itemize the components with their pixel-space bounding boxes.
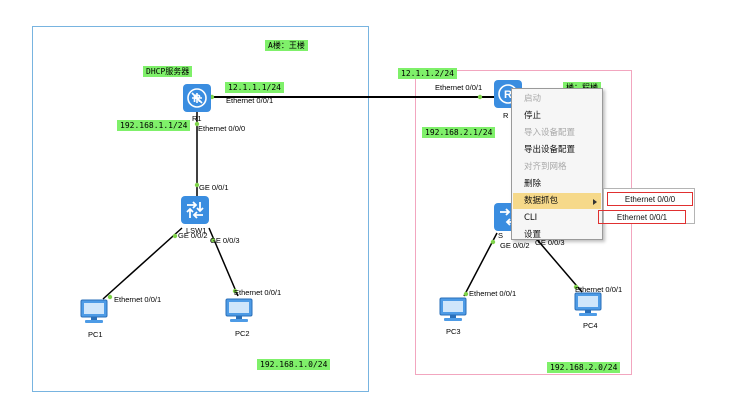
pc3-name: PC3 bbox=[446, 327, 461, 336]
port-dot bbox=[194, 121, 200, 127]
port-dot bbox=[210, 237, 216, 243]
area-a-frame bbox=[32, 26, 369, 392]
pc-pc2[interactable] bbox=[223, 297, 257, 325]
switch-lsw1[interactable] bbox=[181, 196, 209, 224]
port-dot bbox=[232, 288, 238, 294]
pc-pc4[interactable] bbox=[572, 291, 606, 319]
menu-item-import-config[interactable]: 导入设备配置 bbox=[524, 128, 576, 138]
context-menu: 启动 停止 导入设备配置 导出设备配置 对齐到网格 删除 数据抓包 CLI 设置 bbox=[511, 88, 603, 240]
lsw1-port3: GE 0/0/3 bbox=[210, 236, 240, 245]
pc-icon bbox=[80, 299, 108, 323]
pc3-port: Ethernet 0/0/1 bbox=[469, 289, 517, 298]
capture-submenu: Ethernet 0/0/0 Ethernet 0/0/1 bbox=[598, 188, 695, 224]
lsw2-port2: GE 0/0/2 bbox=[500, 241, 530, 250]
r1-wan-port: Ethernet 0/0/1 bbox=[226, 96, 274, 105]
port-dot bbox=[490, 239, 496, 245]
menu-item-align-grid[interactable]: 对齐到网格 bbox=[524, 162, 567, 172]
r1-wan-ip: 12.1.1.1/24 bbox=[225, 82, 284, 93]
lsw1-port2: GE 0/0/2 bbox=[178, 231, 208, 240]
pc-icon bbox=[574, 292, 602, 316]
switch-icon bbox=[186, 201, 204, 219]
lsw1-up-port: GE 0/0/1 bbox=[199, 183, 229, 192]
r1-lan-port: Ethernet 0/0/0 bbox=[198, 124, 246, 133]
r2-wan-ip: 12.1.1.2/24 bbox=[398, 68, 457, 79]
menu-item-capture[interactable]: 数据抓包 bbox=[513, 193, 601, 209]
r2-wan-port: Ethernet 0/0/1 bbox=[435, 83, 483, 92]
area-b-network-label: 192.168.2.0/24 bbox=[547, 362, 621, 373]
menu-item-start[interactable]: 启动 bbox=[524, 94, 542, 104]
pc1-port: Ethernet 0/0/1 bbox=[114, 295, 162, 304]
pc1-name: PC1 bbox=[88, 330, 103, 339]
area-b-title: 楼：程楼 bbox=[563, 82, 601, 93]
menu-item-delete[interactable]: 删除 bbox=[524, 179, 542, 189]
lsw2-port3: GE 0/0/3 bbox=[535, 238, 565, 247]
port-dot bbox=[573, 284, 579, 290]
r2-lan-ip: 192.168.2.1/24 bbox=[422, 127, 496, 138]
menu-item-capture-label: 数据抓包 bbox=[524, 196, 559, 206]
pc-pc1[interactable] bbox=[78, 298, 112, 326]
r2-name: R bbox=[503, 111, 509, 120]
pc-icon bbox=[439, 297, 467, 321]
pc2-port: Ethernet 0/0/1 bbox=[234, 288, 282, 297]
switch-icon bbox=[500, 208, 516, 226]
port-dot bbox=[477, 94, 483, 100]
pc-icon bbox=[225, 298, 253, 322]
lsw1-name: LSW1 bbox=[186, 226, 207, 235]
menu-item-settings[interactable]: 设置 bbox=[524, 230, 542, 240]
svg-text:R: R bbox=[193, 93, 201, 105]
pc4-port: Ethernet 0/0/1 bbox=[575, 285, 623, 294]
svg-text:R: R bbox=[504, 89, 512, 101]
lsw2-name: S bbox=[498, 231, 504, 240]
chevron-right-icon bbox=[593, 199, 597, 205]
router-r1[interactable]: R bbox=[183, 84, 211, 112]
port-dot bbox=[463, 291, 469, 297]
router-icon: R bbox=[187, 88, 207, 108]
submenu-item-eth000[interactable]: Ethernet 0/0/0 bbox=[607, 192, 693, 206]
area-a-title: A楼：王楼 bbox=[265, 40, 308, 51]
port-dot bbox=[107, 294, 113, 300]
port-dot bbox=[172, 233, 178, 239]
link-lsw2-pc4 bbox=[533, 235, 583, 293]
r1-name: R1 bbox=[192, 114, 202, 123]
submenu-item-eth001[interactable]: Ethernet 0/0/1 bbox=[598, 210, 686, 224]
menu-item-cli[interactable]: CLI bbox=[524, 213, 538, 223]
area-a-network-label: 192.168.1.0/24 bbox=[257, 359, 331, 370]
pc2-name: PC2 bbox=[235, 329, 250, 338]
pc4-name: PC4 bbox=[583, 321, 598, 330]
r1-lan-ip: 192.168.1.1/24 bbox=[117, 120, 191, 131]
menu-item-export-config[interactable]: 导出设备配置 bbox=[524, 145, 576, 155]
menu-item-stop[interactable]: 停止 bbox=[524, 111, 542, 121]
port-dot bbox=[194, 182, 200, 188]
link-lsw1-pc1 bbox=[102, 227, 183, 300]
r1-role-label: DHCP服务器 bbox=[143, 66, 193, 77]
pc-pc3[interactable] bbox=[437, 296, 471, 324]
